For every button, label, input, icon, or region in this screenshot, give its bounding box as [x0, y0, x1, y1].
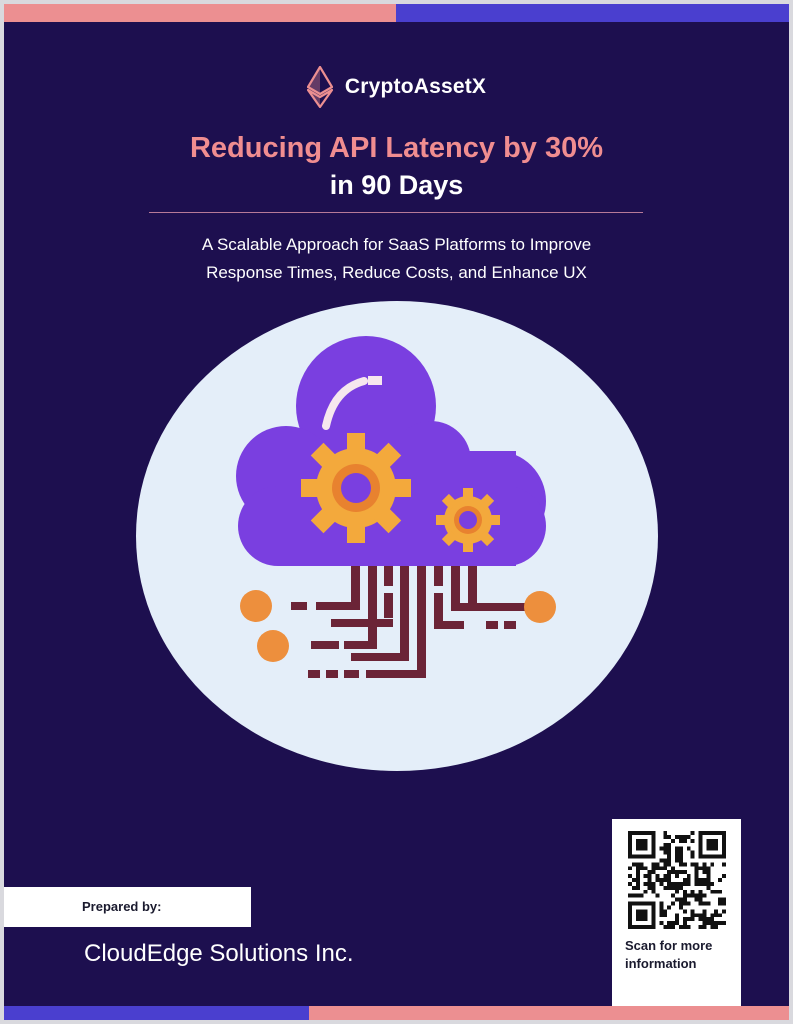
bottom-accent-bar-pink	[309, 1006, 789, 1020]
qr-caption-line-1: Scan for more	[625, 938, 713, 953]
subtitle: A Scalable Approach for SaaS Platforms t…	[104, 231, 689, 287]
cloud-gears-circuit-icon	[236, 336, 556, 678]
qr-panel: Scan for more information	[612, 819, 741, 1020]
qr-caption-line-2: information	[625, 956, 697, 971]
top-accent-bar-pink	[4, 4, 396, 22]
document-page: CryptoAssetX Reducing API Latency by 30%…	[4, 4, 789, 1020]
prepared-by-box: Prepared by:	[4, 887, 251, 927]
title-line-1: Reducing API Latency by 30%	[189, 132, 604, 164]
subtitle-line-1: A Scalable Approach for SaaS Platforms t…	[201, 235, 592, 254]
brand-name: CryptoAssetX	[344, 75, 487, 98]
brand-header: CryptoAssetX	[4, 66, 789, 108]
bottom-accent-bar-blue	[4, 1006, 309, 1020]
company-name: CloudEdge Solutions Inc.	[84, 940, 354, 967]
title-divider	[149, 212, 643, 213]
qr-caption: Scan for more information	[625, 937, 735, 973]
title-line-2: in 90 Days	[329, 170, 464, 200]
hero-illustration	[136, 301, 658, 771]
qr-code-icon[interactable]	[628, 831, 726, 929]
prepared-by-label: Prepared by:	[82, 899, 162, 914]
subtitle-line-2: Response Times, Reduce Costs, and Enhanc…	[206, 263, 587, 282]
top-accent-bar-blue	[396, 4, 789, 22]
ethereum-diamond-icon	[306, 66, 333, 108]
